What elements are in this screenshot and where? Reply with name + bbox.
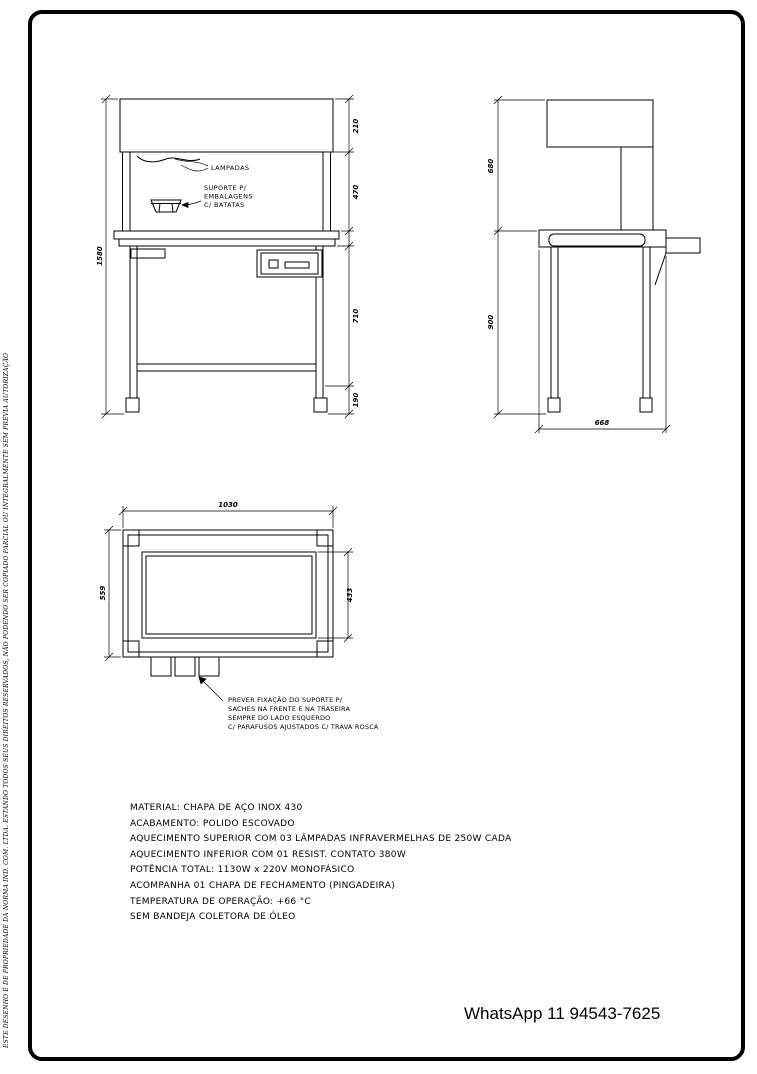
leader-arrow	[181, 201, 189, 209]
top-view	[122, 529, 334, 677]
spec-upper-heat: AQUECIMENTO SUPERIOR COM 03 LÂMPADAS INF…	[130, 834, 512, 845]
switch-icon	[268, 259, 279, 269]
fix-note-line2: SACHES NA FRENTE E NA TRASEIRA	[228, 705, 350, 713]
dim-210: 210	[352, 119, 360, 134]
suporte-label-line1: SUPORTE P/	[204, 184, 247, 192]
dim-1580: 1580	[96, 246, 104, 266]
dim-433: 433	[346, 588, 354, 603]
left-foot	[125, 397, 140, 413]
dim-559: 559	[99, 586, 107, 601]
suporte-label-line3: C/ BATATAS	[204, 201, 245, 209]
counter-side	[538, 229, 667, 248]
thermostat-icon	[284, 261, 310, 269]
front-dim-overall	[101, 94, 124, 419]
spec-lower-heat: AQUECIMENTO INFERIOR COM 01 RESIST. CONT…	[130, 849, 407, 860]
control-panel	[256, 249, 323, 278]
spec-finish: ACABAMENTO: POLIDO ESCOVADO	[130, 818, 295, 829]
top-outline	[122, 529, 334, 658]
side-dim-chain	[493, 95, 546, 419]
lamp-outline	[136, 155, 201, 163]
front-dim-chain-right	[325, 94, 354, 419]
top-dim-inner	[318, 547, 353, 643]
top-view-leader	[198, 676, 224, 702]
front-view	[113, 98, 340, 413]
spec-temperature: TEMPERATURA DE OPERAÇÃO: +66 °C	[130, 896, 312, 907]
fix-note-line3: SEMPRE DO LADO ESQUERDO	[228, 714, 331, 722]
spec-power: POTÊNCIA TOTAL: 1130W x 220V MONOFÁSICO	[130, 865, 355, 876]
dim-680: 680	[487, 159, 495, 174]
spec-no-tray: SEM BANDEJA COLETORA DE ÓLEO	[130, 912, 296, 923]
suporte-label-line2: EMBALAGENS	[204, 193, 253, 201]
front-view-leaders	[174, 158, 209, 209]
hood-top	[119, 98, 334, 153]
dim-668: 668	[595, 419, 610, 427]
fix-note-line4: C/ PARAFUSOS AJUSTADOS C/ TRAVA ROSCA	[228, 723, 379, 731]
drawer-front	[130, 248, 166, 259]
dim-1030: 1030	[218, 501, 238, 509]
support-tab	[150, 656, 172, 677]
hood-top-side	[546, 99, 654, 148]
dim-470: 470	[352, 185, 360, 200]
side-bracket	[665, 237, 701, 254]
top-dim-depth	[104, 525, 121, 662]
whatsapp-contact: WhatsApp 11 94543-7625	[464, 1004, 661, 1023]
top-dim-width	[118, 506, 338, 528]
potato-tray-icon	[150, 199, 182, 213]
lampadas-label: LAMPADAS	[211, 164, 249, 172]
dim-710: 710	[352, 309, 360, 324]
dim-900: 900	[487, 315, 495, 330]
leader-arrow	[198, 676, 207, 685]
support-tab	[174, 656, 196, 677]
side-dim-width	[534, 250, 671, 434]
basin	[548, 233, 646, 247]
side-view	[538, 99, 701, 413]
spec-material: MATERIAL: CHAPA DE AÇO INOX 430	[130, 803, 303, 813]
fix-note-line1: PREVER FIXAÇÃO DO SUPORTE P/	[228, 695, 343, 704]
support-tab	[198, 656, 220, 677]
top-opening	[141, 551, 317, 639]
dim-190: 190	[352, 393, 360, 408]
sheet-border	[28, 10, 745, 1061]
specifications-block: MATERIAL: CHAPA DE AÇO INOX 430 ACABAMEN…	[130, 801, 511, 926]
spec-included: ACOMPANHA 01 CHAPA DE FECHAMENTO (PINGAD…	[130, 880, 396, 891]
right-foot	[313, 397, 328, 413]
counter-top	[113, 230, 340, 240]
